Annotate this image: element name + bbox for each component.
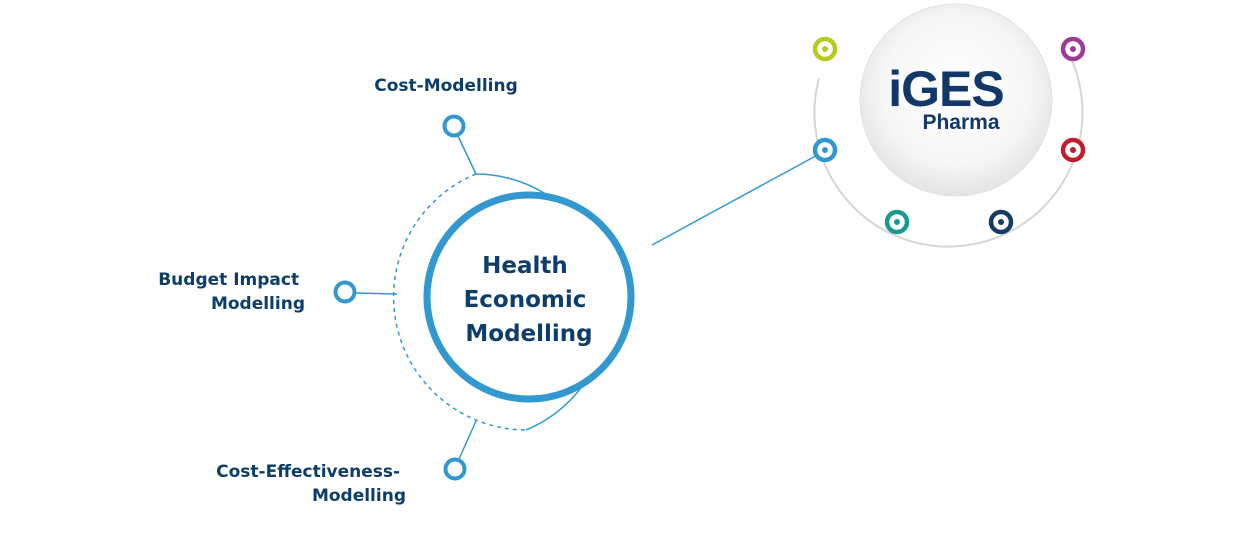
connector-line-budget-impact [354,292,398,295]
label-cost-modelling: Cost-Modelling [374,76,518,96]
connector-line-to-logo [651,151,824,246]
center-label-line-2: Economic [464,287,587,313]
node-cost-modelling [442,114,466,138]
dot-navy [988,209,1014,235]
dot-teal [884,209,910,235]
node-cost-effectiveness [443,457,467,481]
dot-lime [812,36,838,62]
label-cost-effectiveness: Cost-Effectiveness- Modelling [216,462,406,506]
dot-red [1060,137,1086,163]
connector-line-cost-modelling [457,135,477,175]
logo-disc [859,3,1053,197]
label-cost-effectiveness-line-1: Cost-Effectiveness- [216,462,400,482]
label-budget-impact-line-1: Budget Impact [158,270,299,290]
center-inner-ring [423,191,635,403]
label-budget-impact: Budget Impact Modelling [158,270,305,314]
label-cost-effectiveness-line-2: Modelling [312,486,406,506]
connector-line-cost-effectiveness [458,420,477,460]
logo-main-text: iGES [888,61,1003,117]
label-budget-impact-line-2: Modelling [211,294,305,314]
logo-sub-text: Pharma [922,111,999,134]
node-budget-impact [333,280,357,304]
center-label-line-1: Health [482,253,568,279]
dot-purple [1060,36,1086,62]
label-cost-modelling-line-1: Cost-Modelling [374,76,518,96]
center-label: Health Economic Modelling [464,253,595,347]
dot-blue [812,137,838,163]
center-label-line-3: Modelling [465,321,592,347]
